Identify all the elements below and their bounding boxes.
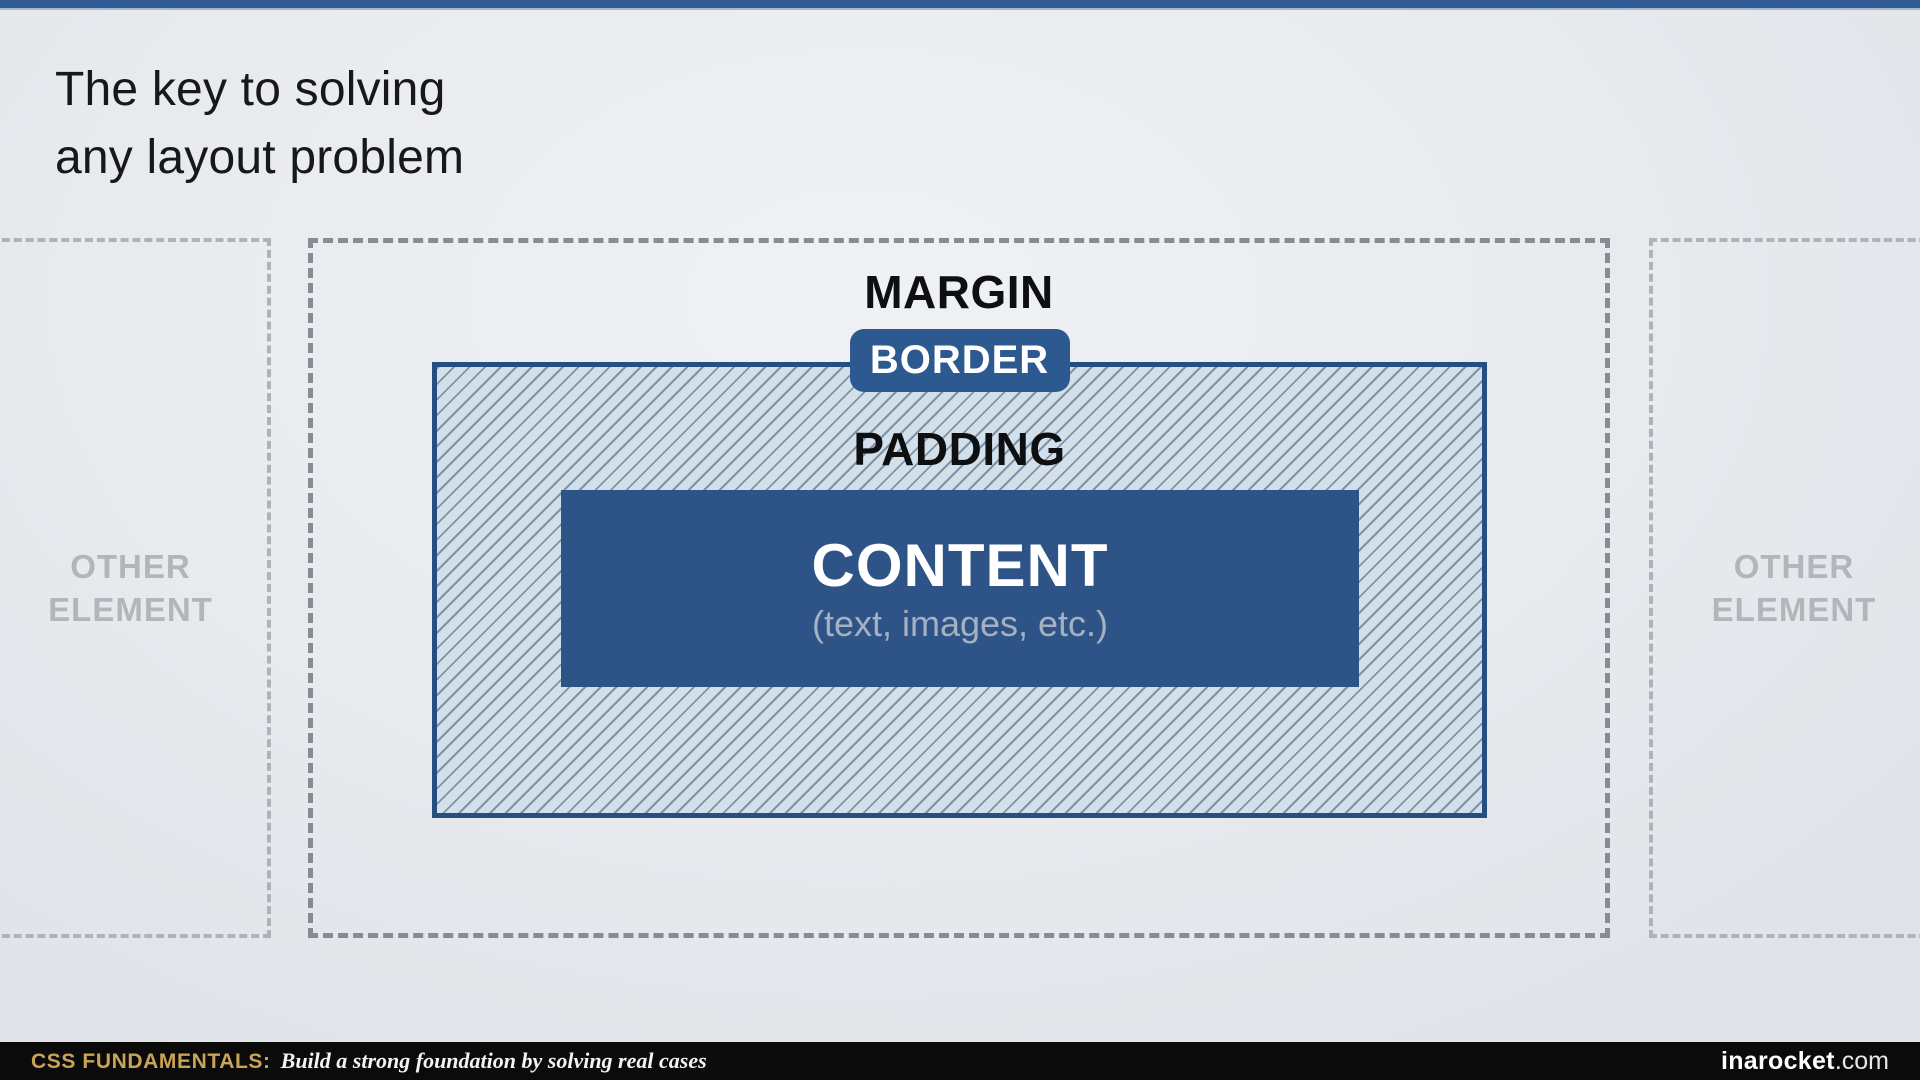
other-element-box-left: OTHER ELEMENT (0, 238, 271, 938)
other-element-label-right: OTHER ELEMENT (1711, 548, 1877, 628)
footer-course-info: CSS FUNDAMENTALS: Build a strong foundat… (31, 1048, 707, 1074)
brand-name: inarocket (1720, 1046, 1835, 1075)
content-label: CONTENT (811, 531, 1109, 599)
course-name-label: CSS FUNDAMENTALS: (31, 1050, 271, 1073)
content-box: CONTENT (text, images, etc.) (561, 490, 1359, 687)
slide-title-line1: The key to solving (55, 63, 446, 116)
margin-box: MARGIN BORDER PADDING CONTENT (text, ima… (308, 238, 1610, 938)
border-badge: BORDER (849, 329, 1070, 392)
content-sublabel: (text, images, etc.) (811, 602, 1109, 644)
brand-domain-suffix: .com (1834, 1046, 1889, 1075)
slide-title-line2: any layout problem (55, 131, 465, 184)
course-tagline: Build a strong foundation by solving rea… (280, 1048, 707, 1073)
margin-label: MARGIN (864, 266, 1054, 318)
footer-bar: CSS FUNDAMENTALS: Build a strong foundat… (0, 1042, 1920, 1080)
slide-title: The key to solving any layout problem (55, 56, 464, 192)
brand-wordmark: inarocket.com (1721, 1047, 1889, 1076)
other-element-label-left: OTHER ELEMENT (48, 548, 213, 628)
element-border-box: BORDER PADDING CONTENT (text, images, et… (432, 329, 1487, 818)
other-element-box-right: OTHER ELEMENT (1649, 238, 1920, 938)
padding-label: PADDING (853, 423, 1066, 475)
top-accent-bar (0, 0, 1920, 10)
